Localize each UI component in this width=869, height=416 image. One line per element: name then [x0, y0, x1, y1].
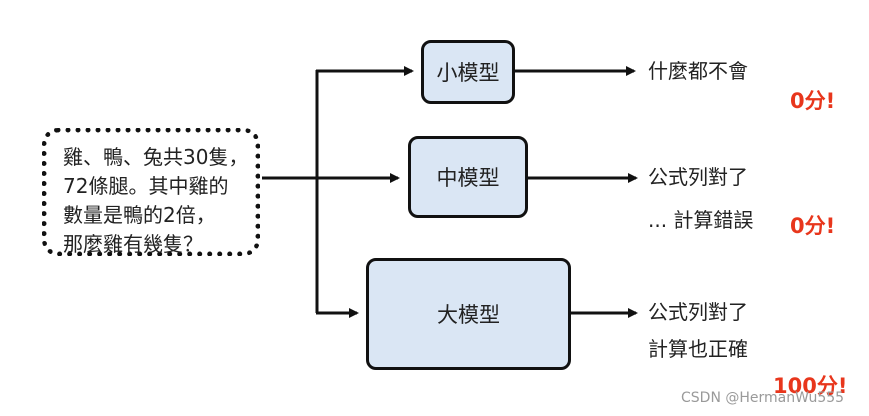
- medium-output-line-2: ... 計算錯誤: [648, 208, 754, 232]
- small-model-box: 小模型: [421, 40, 515, 104]
- small-model-label: 小模型: [436, 61, 500, 85]
- large-output-line-1: 公式列對了: [648, 300, 748, 324]
- question-line-4: 那麼雞有幾隻？: [63, 232, 203, 256]
- small-output-text: 什麼都不會: [648, 59, 748, 83]
- question-line-3: 數量是鴨的2倍，: [63, 203, 216, 227]
- large-output-line-2: 計算也正確: [648, 337, 748, 361]
- medium-model-box: 中模型: [408, 136, 528, 218]
- watermark: CSDN @HermanWu555: [681, 390, 845, 406]
- medium-model-label: 中模型: [436, 166, 500, 190]
- medium-output-line-1: 公式列對了: [648, 165, 748, 189]
- small-score: 0分!: [790, 89, 836, 113]
- question-line-2: 72條腿。其中雞的: [63, 174, 229, 198]
- large-score: 100分!: [773, 374, 848, 398]
- question-line-1: 雞、鴨、兔共30隻，: [63, 145, 249, 169]
- question-box: 雞、鴨、兔共30隻， 72條腿。其中雞的 數量是鴨的2倍， 那麼雞有幾隻？: [42, 128, 260, 256]
- large-model-label: 大模型: [437, 303, 500, 327]
- large-model-box: 大模型: [366, 258, 571, 370]
- medium-score: 0分!: [790, 214, 836, 238]
